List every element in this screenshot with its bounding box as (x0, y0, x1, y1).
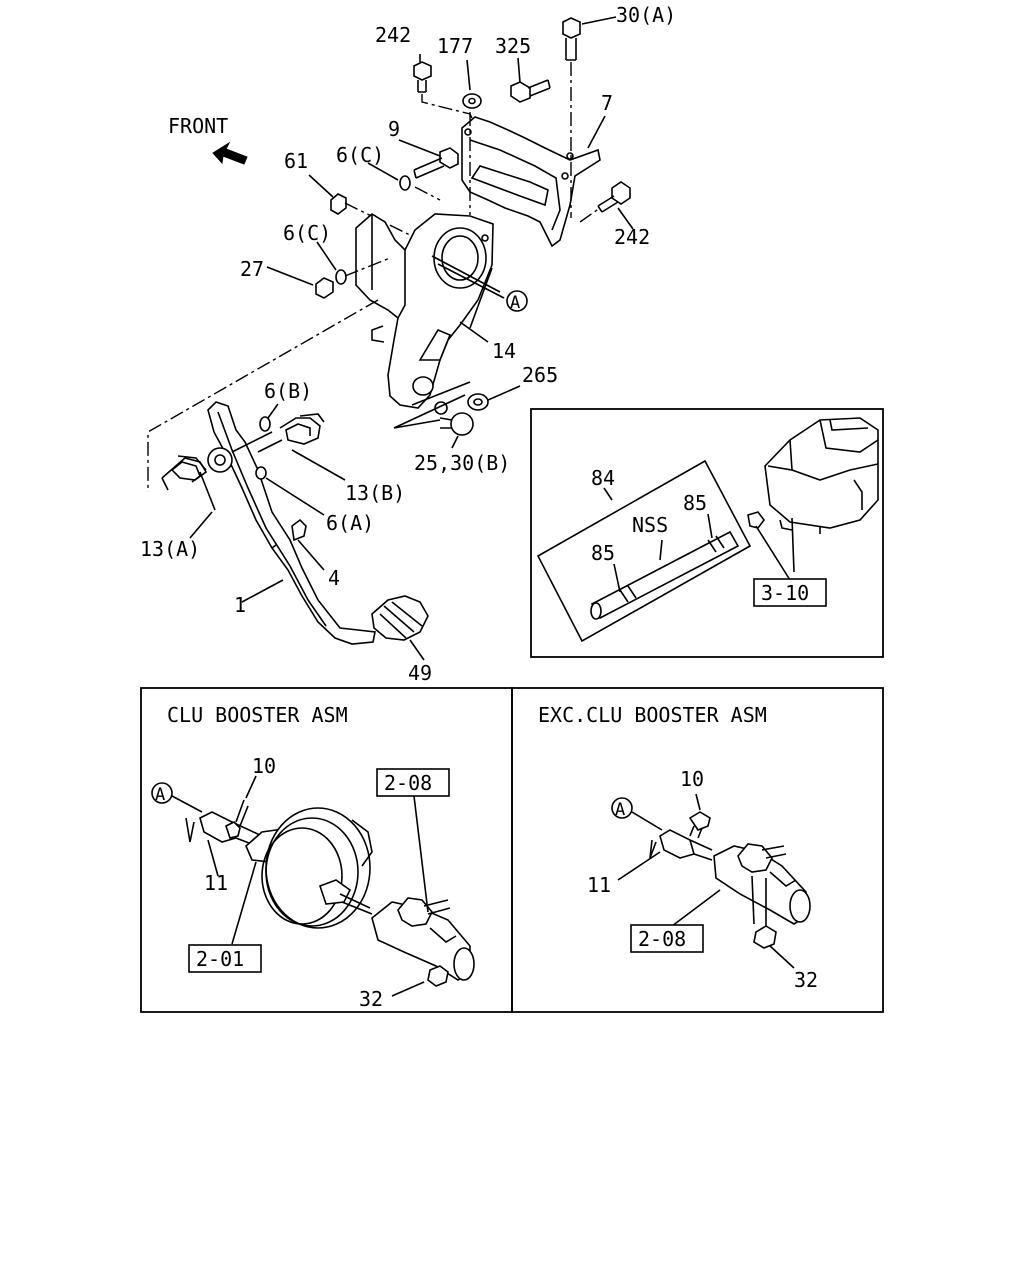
bolt-325 (510, 79, 551, 103)
callout-10-clu: 10 (252, 754, 276, 778)
ref-3-10: 3-10 (761, 581, 809, 605)
ref-2-08-exc: 2-08 (638, 927, 686, 951)
callout-84: 84 (591, 466, 615, 490)
ref-circle-a-exc: A (611, 797, 633, 820)
master-cylinder-clu (371, 795, 475, 997)
ref-box-3-10 (753, 578, 827, 607)
ref-box-2-08-clu (376, 768, 450, 797)
callout-27: 27 (240, 257, 264, 281)
ref-a-clu: A (155, 785, 165, 805)
callout-85-top: 85 (683, 491, 707, 515)
callout-25-30b: 25,30(B) (414, 451, 510, 475)
callout-11-clu: 11 (204, 871, 228, 895)
washer-6c-left (335, 269, 347, 285)
callout-13b: 13(B) (345, 481, 405, 505)
pedal-bracket-14 (355, 213, 494, 409)
bolt-25-30b (434, 401, 474, 436)
master-cylinder-exc (713, 843, 811, 969)
callout-242-top: 242 (375, 23, 411, 47)
callout-4: 4 (328, 566, 340, 590)
callout-32-clu: 32 (359, 987, 383, 1011)
callout-6a: 6(A) (326, 511, 374, 535)
hose-subpanel-84 (536, 459, 752, 643)
bolt-10-exc (688, 793, 711, 839)
callout-11-exc: 11 (587, 873, 611, 897)
clu-booster-title: CLU BOOSTER ASM (167, 703, 348, 727)
bolt-242-right (597, 181, 631, 213)
nut-61 (330, 193, 347, 215)
ref-box-2-08-exc (630, 924, 704, 953)
callout-14: 14 (492, 339, 516, 363)
clutch-pedal-arm-1 (207, 401, 376, 645)
callout-265: 265 (522, 363, 558, 387)
panel-exc-clu-booster (511, 687, 884, 1013)
front-label: FRONT (168, 114, 228, 138)
washer-6c-top (399, 175, 411, 191)
callout-13a: 13(A) (140, 537, 200, 561)
callout-9: 9 (388, 117, 400, 141)
ref-a-exc: A (615, 800, 625, 820)
callout-325: 325 (495, 34, 531, 58)
washer-6a (255, 466, 267, 480)
callout-49: 49 (408, 661, 432, 685)
callout-32-exc: 32 (794, 968, 818, 992)
callout-177: 177 (437, 34, 473, 58)
bushing-265 (467, 393, 489, 411)
label-nss: NSS (632, 513, 668, 537)
callout-6c-top: 6(C) (336, 143, 384, 167)
ref-2-01: 2-01 (196, 947, 244, 971)
bracket-7 (461, 116, 601, 248)
callout-1: 1 (234, 593, 246, 617)
callout-242-right: 242 (614, 225, 650, 249)
callout-6b: 6(B) (264, 379, 312, 403)
clevis-pin-exc (649, 829, 713, 861)
clip-4 (291, 518, 325, 571)
front-arrow-icon (212, 141, 248, 165)
ref-2-08-clu: 2-08 (384, 771, 432, 795)
washer-177 (462, 93, 482, 109)
inset-panel-reservoir (530, 408, 884, 658)
ref-box-2-01 (188, 944, 262, 973)
callout-30a: 30(A) (616, 3, 676, 27)
callout-85-bottom: 85 (591, 541, 615, 565)
clutch-booster-2-01 (245, 807, 373, 929)
ref-circle-a-main: A (506, 290, 528, 313)
return-spring-13b (257, 413, 325, 453)
callout-7: 7 (601, 91, 613, 115)
nut-27 (315, 277, 334, 299)
pedal-pad-49 (371, 595, 429, 661)
bolt-30a (562, 17, 581, 61)
return-spring-13a (161, 455, 216, 511)
callout-10-exc: 10 (680, 767, 704, 791)
bolt-10-clu (225, 775, 257, 839)
exc-clu-booster-title: EXC.CLU BOOSTER ASM (538, 703, 767, 727)
ref-a-main: A (510, 293, 520, 313)
ref-circle-a-clu: A (151, 782, 173, 805)
bolt-9 (413, 147, 459, 179)
callout-61: 61 (284, 149, 308, 173)
washer-6b (259, 416, 271, 432)
bolt-242-top (413, 61, 432, 93)
callout-6c-left: 6(C) (283, 221, 331, 245)
clutch-fluid-reservoir (747, 417, 879, 581)
